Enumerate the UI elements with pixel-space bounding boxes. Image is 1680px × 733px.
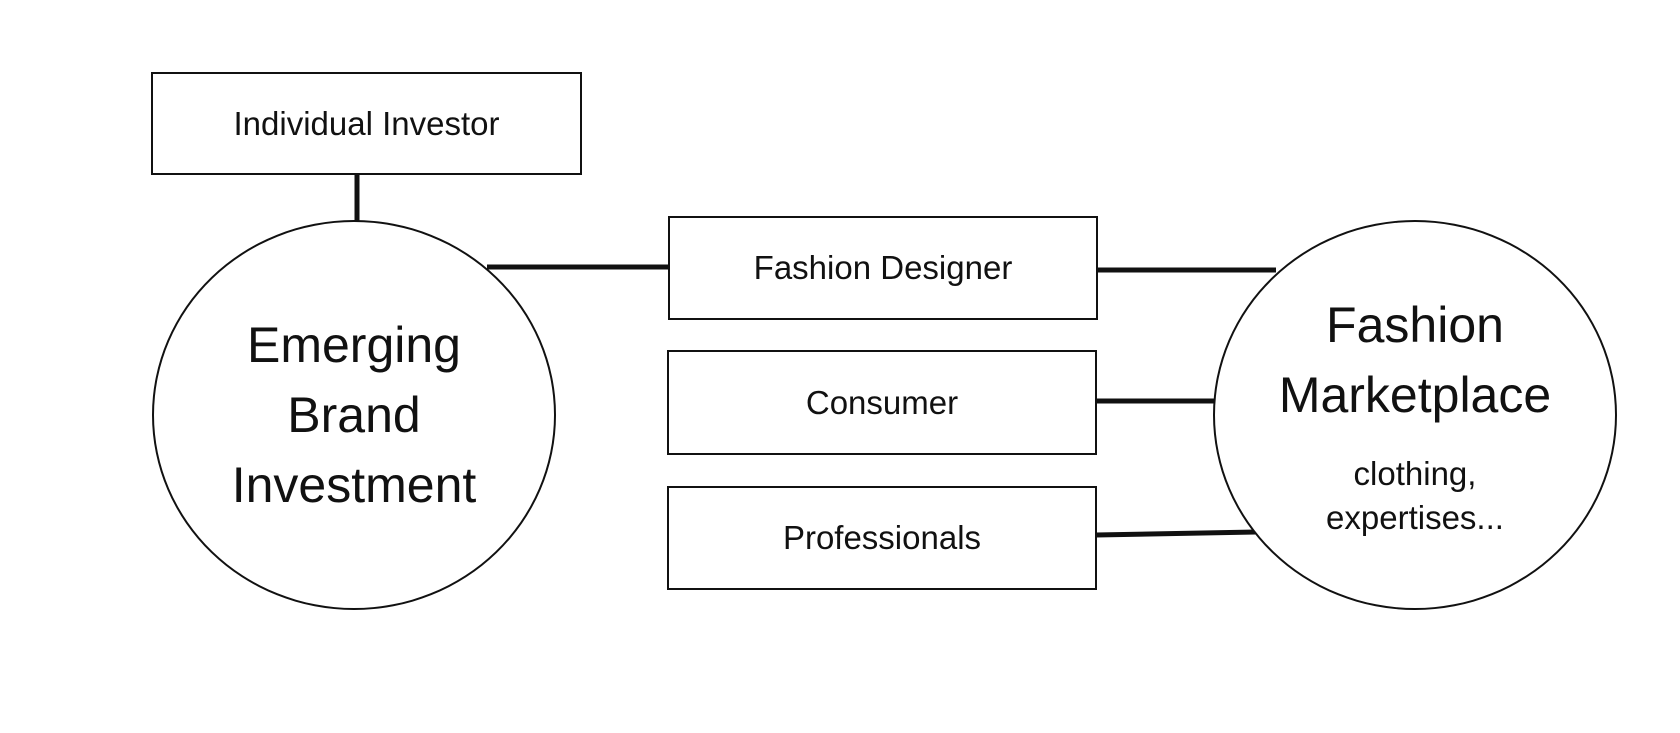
- professionals-box: Professionals: [667, 486, 1097, 590]
- emerging-brand-line-2: Brand: [287, 387, 421, 443]
- marketplace-note-line-2: expertises...: [1326, 499, 1504, 536]
- emerging-brand-line-1: Emerging: [247, 317, 461, 373]
- fashion-designer-box: Fashion Designer: [668, 216, 1098, 320]
- fashion-marketplace-line-1: Fashion: [1326, 297, 1504, 353]
- individual-investor-box: Individual Investor: [151, 72, 582, 175]
- professionals-to-marketplace-connector: [1095, 529, 1257, 538]
- fashion-designer-label: Fashion Designer: [753, 249, 1013, 286]
- marketplace-note-line-1: clothing,: [1353, 455, 1477, 492]
- fashion-marketplace-line-2: Marketplace: [1278, 367, 1552, 423]
- fashion-marketplace-circle: Fashion Marketplace clothing, expertises…: [1213, 220, 1617, 610]
- consumer-label: Consumer: [805, 383, 959, 421]
- emerging-brand-investment-circle: Emerging Brand Investment: [152, 220, 556, 610]
- emerging-brand-line-3: Investment: [231, 457, 477, 513]
- individual-investor-label: Individual Investor: [233, 104, 500, 142]
- consumer-box: Consumer: [667, 350, 1097, 455]
- professionals-label: Professionals: [782, 519, 982, 556]
